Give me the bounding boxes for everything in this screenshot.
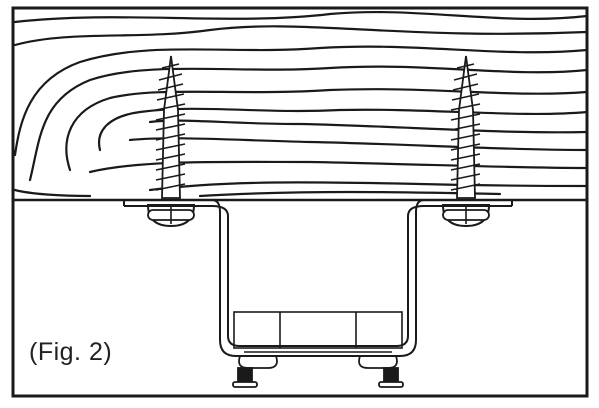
figure-caption: (Fig. 2)	[29, 338, 113, 366]
right-pin	[378, 367, 404, 388]
left-pin	[232, 367, 258, 388]
right-screw	[441, 55, 491, 228]
left-screw	[146, 55, 196, 228]
figure-frame	[11, 6, 589, 398]
u-bracket	[123, 199, 513, 369]
